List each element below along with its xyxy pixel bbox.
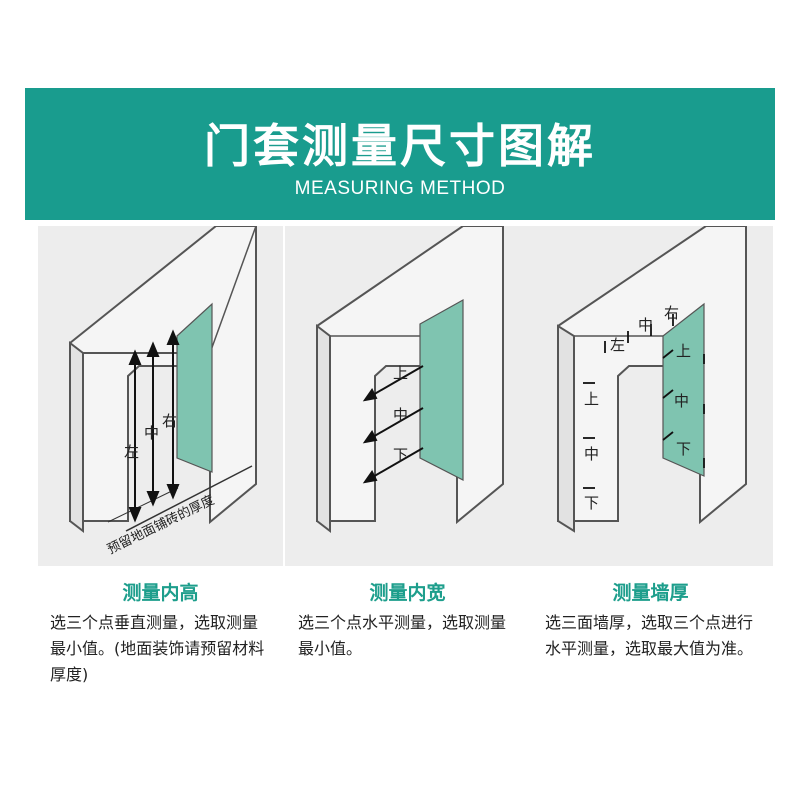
label-wall-bottom: 下 — [584, 494, 599, 512]
panel-inner-width: 上 中 下 — [285, 226, 530, 566]
height-arrows — [128, 329, 180, 523]
caption-desc-inner-width: 选三个点水平测量，选取测量最小值。 — [298, 613, 507, 658]
door-frame-thickness-diagram: 左 中 右 上 中 下 上 中 下 — [557, 226, 747, 533]
panel-wall-thickness: 左 中 右 上 中 下 上 中 下 — [528, 226, 773, 566]
label-bottom: 下 — [393, 446, 408, 464]
caption-title-inner-width: 测量内宽 — [369, 582, 446, 604]
label-left: 左 — [610, 336, 625, 354]
wall-surface — [662, 302, 705, 477]
caption-desc-wall-thickness: 选三面墙厚，选取三个点进行水平测量，选取最大值为准。 — [545, 613, 754, 658]
door-frame-height-diagram: 左 中 右 预留地面铺砖的厚度 — [69, 226, 257, 558]
wall-surface — [176, 302, 213, 473]
panel-inner-height: 左 中 右 预留地面铺砖的厚度 — [38, 226, 283, 566]
label-wall-middle: 中 — [584, 445, 599, 463]
page-subtitle: MEASURING METHOD — [294, 178, 506, 199]
wall-surface — [419, 298, 464, 481]
label-right: 右 — [664, 304, 679, 322]
label-top: 上 — [393, 364, 408, 382]
label-middle: 中 — [638, 316, 653, 334]
thickness-ticks — [583, 314, 705, 489]
label-left: 左 — [124, 443, 139, 461]
door-frame-width-diagram: 上 中 下 — [316, 226, 504, 534]
label-jamb-top: 上 — [676, 342, 691, 360]
label-jamb-bottom: 下 — [676, 440, 691, 458]
header-banner — [25, 88, 775, 220]
caption-title-wall-thickness: 测量墙厚 — [612, 582, 689, 604]
label-middle: 中 — [144, 424, 159, 442]
label-middle: 中 — [393, 406, 408, 424]
caption-desc-inner-height: 选三个点垂直测量，选取测量最小值。(地面装饰请预留材料厚度) — [50, 613, 265, 684]
label-right: 右 — [162, 412, 177, 430]
width-arrows — [362, 365, 424, 484]
label-wall-top: 上 — [584, 390, 599, 408]
label-jamb-middle: 中 — [674, 392, 689, 410]
page-title: 门套测量尺寸图解 — [204, 119, 596, 173]
caption-title-inner-height: 测量内高 — [122, 582, 199, 604]
